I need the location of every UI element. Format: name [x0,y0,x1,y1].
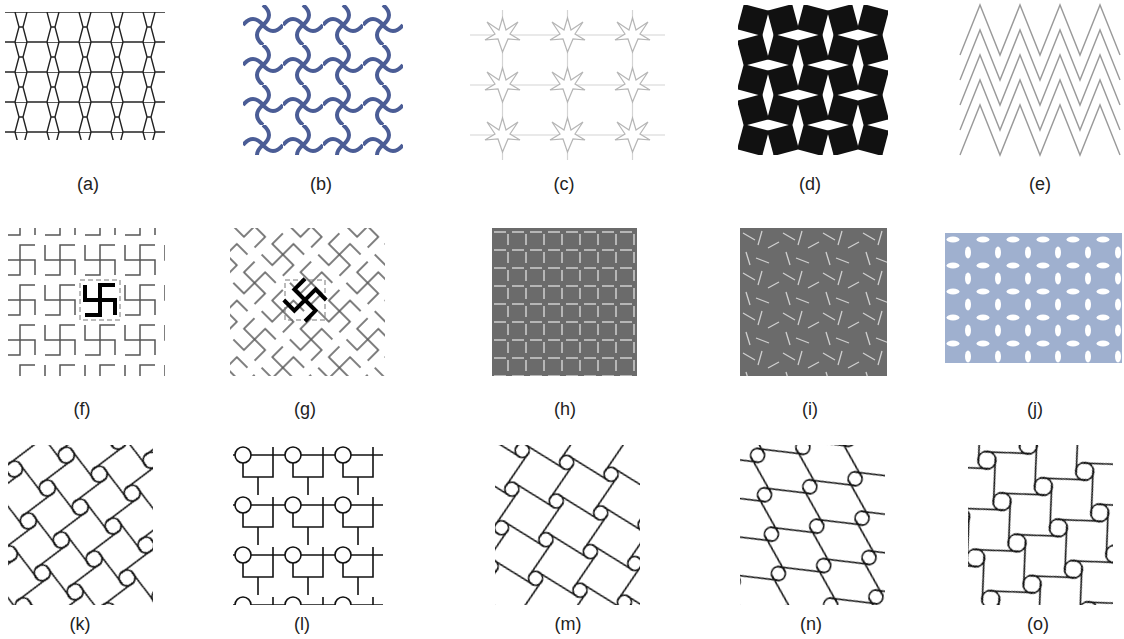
panel-label: (i) [802,399,818,421]
panel-label: (f) [74,399,91,421]
panel-label: (g) [294,399,316,421]
panel-label: (j) [1027,399,1043,421]
panel-label: (d) [799,174,821,196]
panel-label: (a) [77,174,99,196]
panel-label: (o) [1027,614,1049,636]
panel-label: (c) [554,174,575,196]
panel-label: (m) [555,614,582,636]
panel-label: (k) [70,614,91,636]
panel-label: (n) [800,614,822,636]
panel-label: (l) [294,614,310,636]
panel-label: (e) [1029,174,1051,196]
panel-label: (h) [554,399,576,421]
panel-label: (b) [310,174,332,196]
